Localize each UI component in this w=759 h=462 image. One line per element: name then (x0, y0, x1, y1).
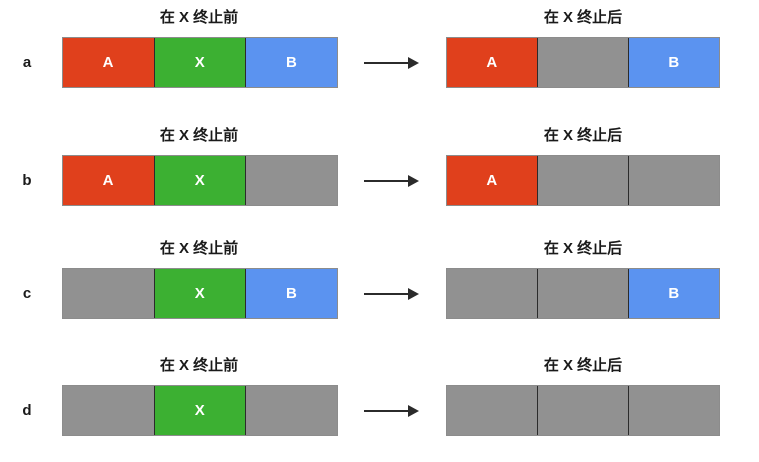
memory-bar-before: X (62, 385, 338, 436)
segment-x: X (153, 38, 246, 87)
arrow-head (408, 174, 419, 187)
segment-x: X (153, 269, 246, 318)
arrow-shaft (364, 292, 409, 295)
caption-before-a: 在 X 终止前 (159, 9, 239, 26)
segment-empty (537, 156, 628, 205)
segment-empty (537, 269, 628, 318)
caption-before-c: 在 X 终止前 (159, 240, 239, 257)
caption-after-a: 在 X 终止后 (543, 9, 623, 26)
arrow-shaft (364, 61, 409, 64)
memory-bar-after: B (446, 268, 720, 319)
segment-b: B (628, 38, 719, 87)
segment-empty (447, 386, 537, 435)
right-arrow-icon (364, 56, 419, 69)
segment-b: B (628, 269, 719, 318)
arrow-shaft (364, 409, 409, 412)
segment-x: X (153, 386, 246, 435)
segment-empty (63, 269, 154, 318)
arrow-head (408, 287, 419, 300)
arrow-head (408, 56, 419, 69)
row-label-b: b (22, 171, 32, 189)
caption-before-b: 在 X 终止前 (159, 127, 239, 144)
caption-before-d: 在 X 终止前 (159, 357, 239, 374)
segment-a: A (63, 156, 154, 205)
right-arrow-icon (364, 287, 419, 300)
segment-empty (628, 386, 719, 435)
right-arrow-icon (364, 404, 419, 417)
row-label-c: c (22, 284, 32, 302)
segment-empty (447, 269, 537, 318)
segment-empty (63, 386, 154, 435)
segment-empty (245, 156, 338, 205)
segment-a: A (447, 38, 537, 87)
memory-bar-after: A (446, 155, 720, 206)
caption-after-b: 在 X 终止后 (543, 127, 623, 144)
segment-b: B (245, 269, 338, 318)
row-label-a: a (22, 53, 32, 71)
memory-bar-after (446, 385, 720, 436)
segment-empty (628, 156, 719, 205)
caption-after-c: 在 X 终止后 (543, 240, 623, 257)
segment-b: B (245, 38, 338, 87)
arrow-head (408, 404, 419, 417)
segment-empty (537, 386, 628, 435)
caption-after-d: 在 X 终止后 (543, 357, 623, 374)
segment-a: A (447, 156, 537, 205)
segment-empty (245, 386, 338, 435)
arrow-shaft (364, 179, 409, 182)
segment-empty (537, 38, 628, 87)
segment-x: X (153, 156, 246, 205)
segment-a: A (63, 38, 154, 87)
row-label-d: d (22, 401, 32, 419)
right-arrow-icon (364, 174, 419, 187)
